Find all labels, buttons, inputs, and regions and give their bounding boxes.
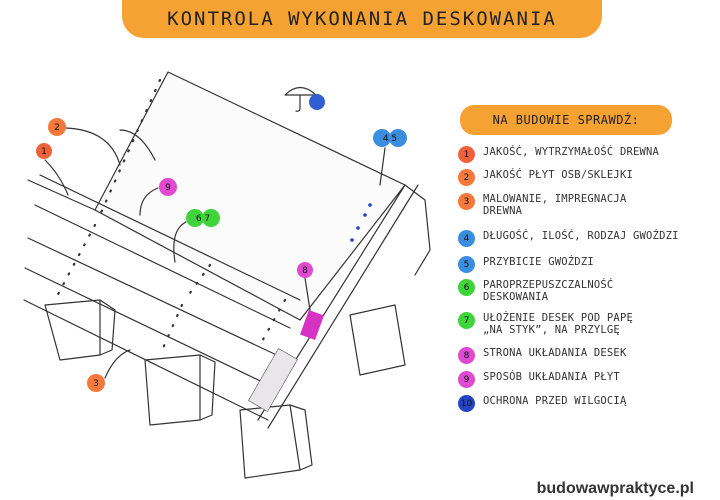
item-text: Strona układania desek [483, 347, 626, 359]
beam [44, 299, 101, 361]
nail-line [158, 303, 184, 357]
item-line2: „na styk”, na przylgę [483, 324, 620, 336]
umbrella-canopy [284, 86, 317, 96]
fascia-edge [267, 184, 419, 429]
callout-8-label: 8 [302, 266, 308, 276]
item-line1: Jakość płyt OSB/sklejki [483, 169, 633, 181]
arrow-67 [173, 221, 187, 263]
item-line1: Ochrona przed wilgocią [483, 395, 627, 407]
item-line1: Sposób układania płyt [483, 371, 620, 383]
board-end-hatch [248, 348, 298, 412]
site-url: budowawpraktyce.pl [536, 480, 694, 497]
plank-line [27, 237, 284, 359]
callout-9-circle [159, 178, 177, 196]
item-number-badge: 9 [458, 371, 475, 388]
item-line1: Przybicie gwoździ [483, 256, 594, 268]
callout-67-label: 6 7 [196, 214, 210, 224]
item-number-badge: 3 [458, 193, 475, 210]
callout-2-label: 2 [54, 123, 60, 133]
callout-2-circle [48, 118, 66, 136]
checklist-item: 3 Malowanie, impregnacjadrewna [458, 193, 626, 217]
nail-dot [356, 226, 360, 230]
roof-edge [404, 184, 426, 201]
item-text: Przybicie gwoździ [483, 256, 594, 268]
item-number-badge: 1 [458, 146, 475, 163]
title-banner: KONTROLA WYKONANIA DESKOWANIA [122, 0, 602, 38]
osb-board [94, 71, 406, 321]
item-line1: Malowanie, impregnacja [483, 193, 627, 205]
beam-side [199, 354, 216, 421]
item-number-badge: 4 [458, 230, 475, 247]
checklist-item: 1 Jakość, wytrzymałość drewna [458, 146, 659, 163]
arrow-2 [65, 127, 156, 166]
umbrella-dot [309, 94, 325, 110]
arrow-1 [44, 159, 69, 196]
item-line1: Ułożenie desek pod papę [483, 312, 633, 324]
callout-8-circle [297, 262, 313, 278]
checklist-item: 8 Strona układania desek [458, 347, 626, 364]
item-line1: Paroprzepuszczalność [483, 279, 614, 291]
callout-7-circle [202, 209, 220, 227]
plank-line [34, 204, 291, 329]
arrow-9 [139, 187, 159, 216]
item-line1: Jakość, wytrzymałość drewna [483, 146, 660, 158]
callout-4-circle [373, 129, 391, 147]
item-text: Ułożenie desek pod papę„na styk”, na prz… [483, 312, 633, 336]
callout-9-label: 9 [165, 183, 171, 193]
item-text: Paroprzepuszczalnośćdeskowania [483, 279, 613, 303]
item-line2: deskowania [483, 291, 549, 303]
checklist-item: 2 Jakość płyt OSB/sklejki [458, 169, 633, 186]
beam [144, 354, 201, 426]
checklist-item: 4 Długość, ilość, rodzaj gwoździ [458, 230, 679, 247]
plank-line [39, 174, 301, 301]
callout-1-circle [36, 143, 52, 159]
item-number-badge: 2 [458, 169, 475, 186]
item-number-badge: 10 [458, 395, 475, 412]
beam-side [99, 299, 116, 356]
callout-3-circle [87, 374, 105, 392]
nail-dot [363, 213, 367, 217]
callout-6-circle [186, 209, 204, 227]
item-text: Ochrona przed wilgocią [483, 395, 626, 407]
arrow-3 [104, 349, 131, 379]
board-side-marker [300, 310, 324, 340]
plank-edge [27, 179, 96, 211]
checklist-item: 7 Ułożenie desek pod papę„na styk”, na pr… [458, 312, 633, 336]
arrow-45 [379, 147, 386, 186]
beam [239, 404, 301, 479]
item-text: Sposób układania płyt [483, 371, 620, 383]
item-text: Malowanie, impregnacjadrewna [483, 193, 626, 217]
fascia-edge [414, 199, 431, 276]
item-number-badge: 5 [458, 256, 475, 273]
callout-45-label: 4 5 [383, 134, 397, 144]
checklist-item: 10 Ochrona przed wilgocią [458, 395, 626, 412]
item-line2: drewna [483, 205, 523, 217]
checklist-item: 6 Paroprzepuszczalnośćdeskowania [458, 279, 613, 303]
checklist-item: 5 Przybicie gwoździ [458, 256, 594, 273]
item-line1: Strona układania desek [483, 347, 627, 359]
item-text: Jakość płyt OSB/sklejki [483, 169, 633, 181]
plank-line [24, 267, 276, 389]
umbrella-handle [295, 94, 301, 112]
beam [349, 304, 406, 376]
arrow-8 [304, 277, 311, 311]
item-number-badge: 7 [458, 312, 475, 329]
item-number-badge: 8 [458, 347, 475, 364]
beam-side [289, 404, 313, 471]
nail-dot [350, 238, 354, 242]
nail-dot [368, 203, 372, 207]
item-number-badge: 6 [458, 279, 475, 296]
checklist-header: NA BUDOWIE SPRAWDŹ: [460, 105, 672, 135]
nail-line [53, 223, 97, 302]
callout-1-label: 1 [41, 147, 47, 157]
checklist-item: 9 Sposób układania płyt [458, 371, 620, 388]
callout-5-circle [389, 129, 407, 147]
callout-3-label: 3 [93, 379, 99, 389]
item-text: Jakość, wytrzymałość drewna [483, 146, 659, 158]
nail-line [183, 263, 212, 302]
item-text: Długość, ilość, rodzaj gwoździ [483, 230, 679, 242]
item-line1: Długość, ilość, rodzaj gwoździ [483, 230, 679, 242]
page-title: KONTROLA WYKONANIA DESKOWANIA [167, 8, 557, 30]
